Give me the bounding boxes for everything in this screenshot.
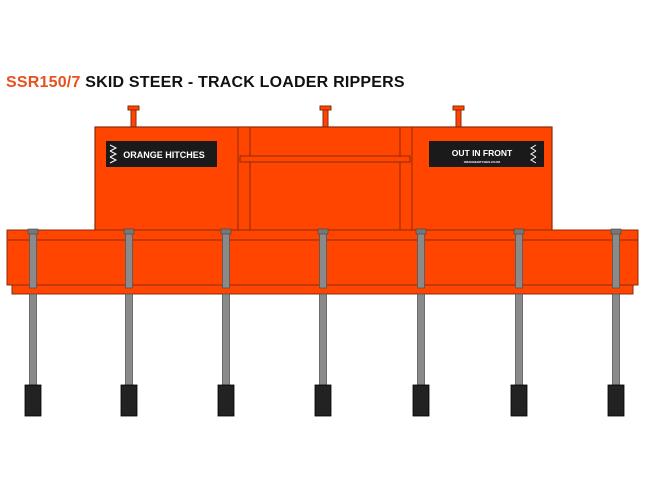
- ripper-tine: [510, 228, 528, 417]
- model-code: SSR150/7: [6, 74, 81, 91]
- ripper-tine: [607, 228, 625, 417]
- tine-tip: [314, 384, 332, 417]
- tine-tip: [24, 384, 42, 417]
- ripper-tine: [314, 228, 332, 417]
- ripper-tine: [412, 228, 430, 417]
- ripper-tines: [24, 228, 625, 417]
- ripper-tine: [120, 228, 138, 417]
- out-in-front-decal: OUT IN FRONT ORANGEHITCHES.CO.NZ: [429, 141, 544, 167]
- website-label: ORANGEHITCHES.CO.NZ: [464, 160, 501, 164]
- brand-label: ORANGE HITCHES: [123, 150, 205, 160]
- orange-hitches-decal: ORANGE HITCHES: [106, 141, 217, 167]
- tine-tip: [217, 384, 235, 417]
- tine-tip: [120, 384, 138, 417]
- product-description: SKID STEER - TRACK LOADER RIPPERS: [85, 74, 405, 91]
- slogan-label: OUT IN FRONT: [452, 148, 513, 158]
- tine-tip: [510, 384, 528, 417]
- ripper-tine: [217, 228, 235, 417]
- tine-tip: [607, 384, 625, 417]
- tine-tip: [412, 384, 430, 417]
- page-title: SSR150/7 SKID STEER - TRACK LOADER RIPPE…: [6, 74, 405, 92]
- ripper-tine: [24, 228, 42, 417]
- top-hitch-pins: [127, 105, 465, 129]
